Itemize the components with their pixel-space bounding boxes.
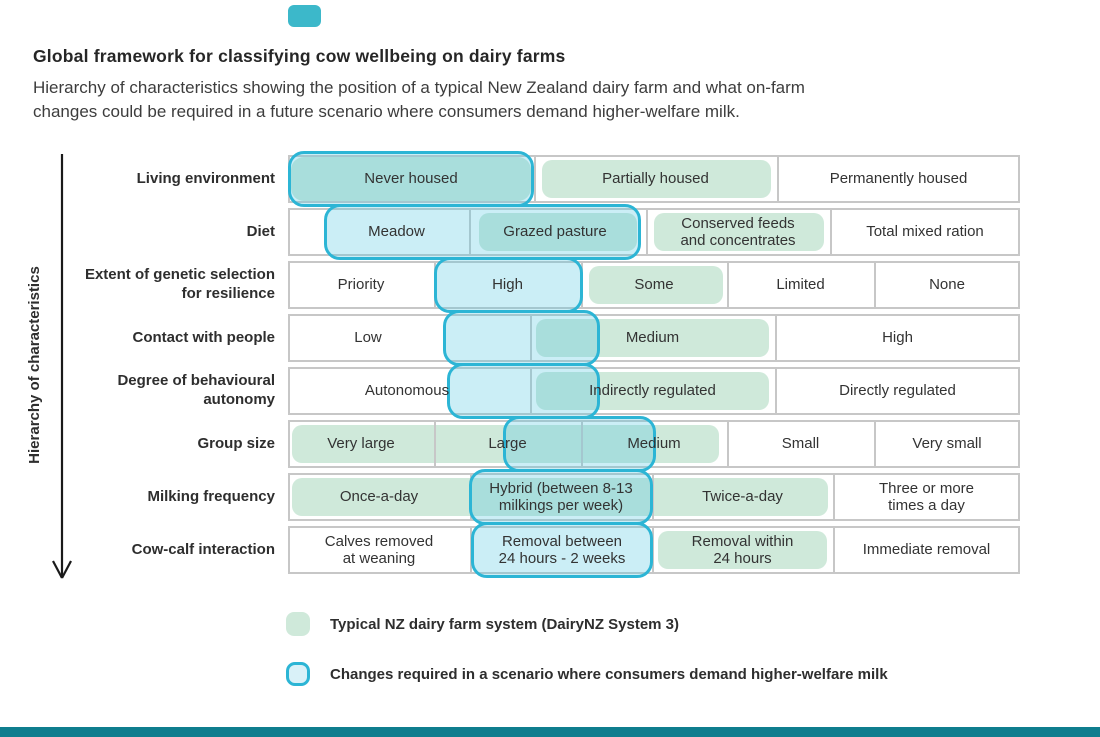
row-label: Milking frequency <box>147 487 275 505</box>
cell-divider <box>833 526 835 574</box>
typical-marker <box>536 372 769 410</box>
cell-divider <box>830 208 832 256</box>
cell-text: Once-a-day <box>339 488 419 506</box>
cell-text: Autonomous <box>364 382 450 400</box>
cell-divider <box>581 420 583 468</box>
legend-change-swatch <box>286 662 310 686</box>
typical-marker <box>291 157 531 201</box>
cell-text: Removal within 24 hours <box>691 532 794 567</box>
typical-marker <box>654 213 824 251</box>
cell-divider <box>775 367 777 415</box>
cell-text: Partially housed <box>602 170 709 188</box>
cell-text: Very small <box>912 435 982 453</box>
hierarchy-arrow-icon <box>52 154 72 579</box>
cell-text: Large <box>488 435 527 453</box>
page-subtitle: Hierarchy of characteristics showing the… <box>33 78 805 122</box>
cell-text: Medium <box>625 329 680 347</box>
cell-divider <box>646 208 648 256</box>
row-label: Cow-calf interaction <box>131 540 275 558</box>
cell-divider <box>530 314 532 362</box>
cell-divider <box>833 473 835 521</box>
cell-text: Priority <box>337 276 385 294</box>
cell-text: Twice-a-day <box>702 488 783 506</box>
cell-divider <box>652 526 654 574</box>
cell-text: Three or more times a day <box>878 479 975 514</box>
cell-text: Very large <box>327 435 395 453</box>
row-cow-calf-interaction: Cow-calf interaction Calves removed at w… <box>132 522 1020 578</box>
cell-text: Medium <box>627 435 681 453</box>
page-title: Global framework for classifying cow wel… <box>33 46 566 66</box>
cell-text: Conserved feeds and concentrates <box>680 214 796 249</box>
footer-bar <box>0 727 1100 737</box>
row-milking-frequency: Milking frequency Once-a-day Hybrid (bet… <box>147 469 1020 525</box>
cell-text: None <box>929 276 965 294</box>
typical-marker <box>589 266 723 304</box>
cell-text: Limited <box>776 276 825 294</box>
typical-marker <box>292 478 828 516</box>
cell-divider <box>530 367 532 415</box>
legend-typical-label: Typical NZ dairy farm system (DairyNZ Sy… <box>330 615 680 633</box>
typical-marker <box>658 531 827 569</box>
row-contact-with-people: Contact with people Low Medium High <box>133 310 1020 366</box>
change-outline <box>469 469 653 525</box>
row-label: Living environment <box>136 169 275 187</box>
cell-text: Hybrid (between 8-13 milkings per week) <box>489 479 633 514</box>
legend-typical-swatch <box>286 612 310 636</box>
teal-accent-box <box>288 5 321 27</box>
cell-text: Directly regulated <box>839 382 956 400</box>
row-label: Extent of genetic selection for resilien… <box>84 266 275 302</box>
row-group-size: Group size Very large Large Medium Small… <box>197 416 1020 472</box>
cell-divider <box>727 420 729 468</box>
typical-marker <box>542 160 771 198</box>
cell-divider <box>652 473 654 521</box>
row-diet: Diet Meadow Grazed pasture Conserved fee… <box>247 204 1020 260</box>
change-outline <box>288 151 534 207</box>
legend-change-label: Changes required in a scenario where con… <box>330 665 888 683</box>
cell-text: Removal between 24 hours - 2 weeks <box>498 532 626 567</box>
row-label: Diet <box>246 222 275 240</box>
cell-text: Indirectly regulated <box>589 382 716 400</box>
cell-text: Grazed pasture <box>503 223 607 241</box>
cell-text: Immediate removal <box>862 541 991 559</box>
row-label: Group size <box>197 434 275 452</box>
row-behavioural-autonomy: Degree of behavioural autonomy Autonomou… <box>117 363 1020 419</box>
cell-divider <box>534 155 536 203</box>
row-label: Degree of behavioural autonomy <box>117 372 275 408</box>
cell-text: Low <box>354 329 382 347</box>
cell-text: Permanently housed <box>829 170 968 188</box>
cell-divider <box>874 261 876 309</box>
row-band <box>288 526 1020 574</box>
typical-marker <box>479 213 637 251</box>
row-living-environment: Living environment Never housed Partiall… <box>137 151 1020 207</box>
cell-divider <box>874 420 876 468</box>
cell-divider <box>727 261 729 309</box>
cell-divider <box>469 208 471 256</box>
cell-divider <box>777 155 779 203</box>
cell-text: Small <box>781 435 820 453</box>
cell-text: Some <box>634 276 674 294</box>
cell-text: High <box>492 276 523 294</box>
cell-divider <box>434 420 436 468</box>
row-genetic-selection: Extent of genetic selection for resilien… <box>85 257 1020 313</box>
row-label: Contact with people <box>132 328 276 346</box>
cell-text: Total mixed ration <box>866 223 984 241</box>
typical-marker <box>536 319 769 357</box>
cell-text: Calves removed at weaning <box>324 532 434 567</box>
cell-text: Meadow <box>368 223 425 241</box>
cell-text: Never housed <box>364 170 458 188</box>
change-outline <box>434 257 583 313</box>
cell-text: High <box>882 329 913 347</box>
change-outline <box>471 522 653 578</box>
hierarchy-axis-label: Hierarchy of characteristics <box>26 266 43 464</box>
cell-divider <box>775 314 777 362</box>
